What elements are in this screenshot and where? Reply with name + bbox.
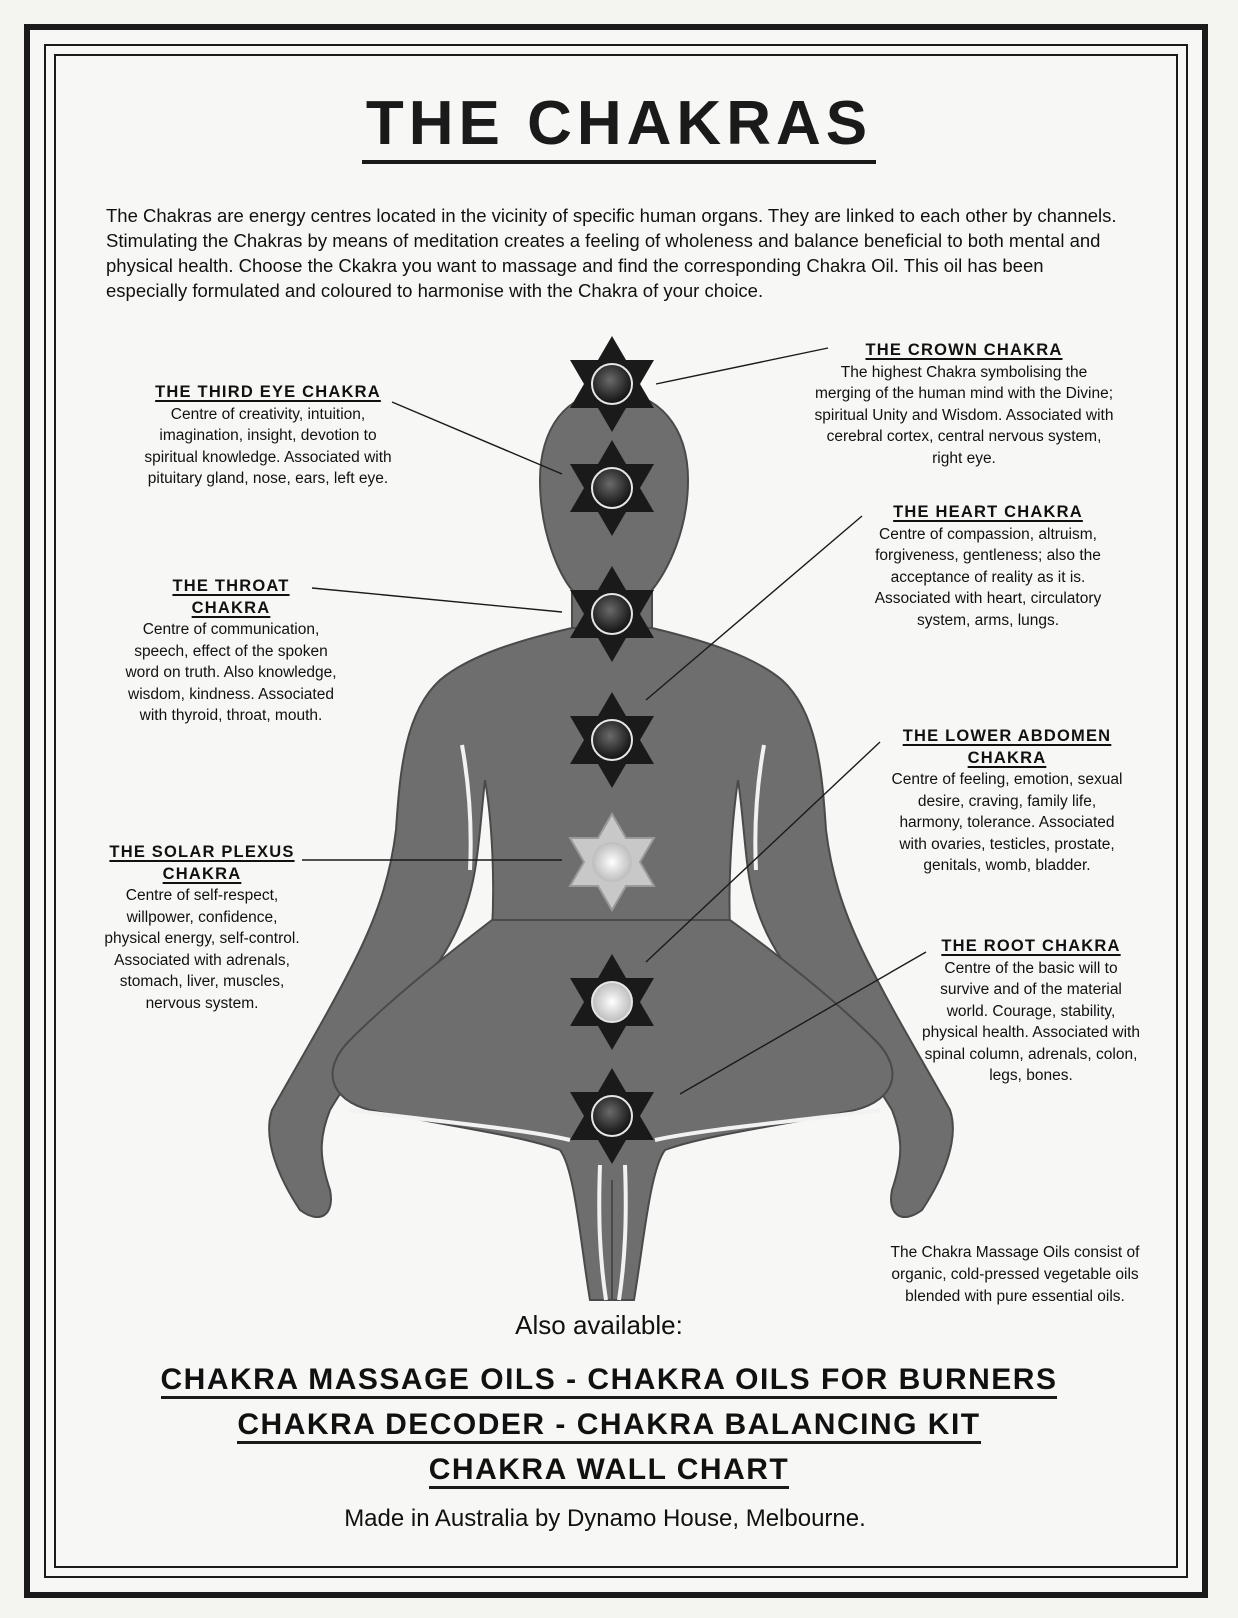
lower-abdomen-chakra-heading-line2: CHAKRA <box>967 748 1047 767</box>
massage-oils-note: The Chakra Massage Oils consist of organ… <box>890 1244 1140 1305</box>
product-line-2: CHAKRA DECODER - CHAKRA BALANCING KIT <box>0 1402 1218 1447</box>
products-list: CHAKRA MASSAGE OILS - CHAKRA OILS FOR BU… <box>0 1357 1218 1492</box>
heart-chakra-description: Centre of compassion, altruism, forgiven… <box>874 525 1102 629</box>
solar-plexus-chakra-label: THE SOLAR PLEXUS CHAKRA Centre of self-r… <box>104 842 300 1014</box>
third-eye-chakra-star <box>570 440 654 536</box>
throat-chakra-star <box>570 566 654 662</box>
lower-abdomen-leader-line <box>645 741 881 963</box>
throat-chakra-heading-line1: THE THROAT <box>172 577 290 595</box>
root-leader-line <box>679 951 927 1095</box>
crown-chakra-heading: THE CROWN CHAKRA <box>865 341 1063 359</box>
heart-chakra-star <box>570 692 654 788</box>
page-border-inner-line <box>54 54 1178 1568</box>
heart-chakra-heading: THE HEART CHAKRA <box>893 503 1083 521</box>
throat-chakra-label: THE THROAT CHAKRA Centre of communicatio… <box>120 576 342 727</box>
throat-leader-line <box>311 587 563 613</box>
crown-leader-line <box>655 347 829 385</box>
also-available-label: Also available: <box>515 1310 683 1340</box>
lower-abdomen-chakra-label: THE LOWER ABDOMEN CHAKRA Centre of feeli… <box>884 726 1130 877</box>
third-eye-chakra-description: Centre of creativity, intuition, imagina… <box>144 405 392 488</box>
solar-plexus-chakra-star <box>568 812 656 912</box>
chakra-stars <box>568 336 656 1164</box>
product-line-1: CHAKRA MASSAGE OILS - CHAKRA OILS FOR BU… <box>0 1357 1218 1402</box>
third-eye-chakra-heading: THE THIRD EYE CHAKRA <box>155 383 381 401</box>
crown-chakra-description: The highest Chakra symbolising the mergi… <box>814 363 1114 467</box>
third-eye-chakra-label: THE THIRD EYE CHAKRA Centre of creativit… <box>132 382 404 490</box>
solar-plexus-chakra-description: Centre of self-respect, willpower, confi… <box>104 887 300 1012</box>
root-chakra-description: Centre of the basic will to survive and … <box>922 959 1140 1085</box>
made-in-footer: Made in Australia by Dynamo House, Melbo… <box>344 1505 866 1532</box>
lower-abdomen-chakra-description: Centre of feeling, emotion, sexual desir… <box>891 771 1123 874</box>
product-line-3: CHAKRA WALL CHART <box>0 1447 1218 1492</box>
page-title: THE CHAKRAS <box>0 88 1238 164</box>
throat-chakra-heading-line2: CHAKRA <box>191 598 271 617</box>
lower-abdomen-chakra-heading-line1: THE LOWER ABDOMEN <box>902 727 1112 745</box>
root-chakra-label: THE ROOT CHAKRA Centre of the basic will… <box>918 936 1144 1087</box>
leader-lines <box>302 347 927 1095</box>
heart-chakra-label: THE HEART CHAKRA Centre of compassion, a… <box>874 502 1102 631</box>
root-chakra-star <box>570 1068 654 1164</box>
solar-plexus-chakra-heading-line2: CHAKRA <box>162 864 242 883</box>
page-border-inner <box>44 44 1188 1578</box>
root-chakra-heading: THE ROOT CHAKRA <box>941 937 1121 955</box>
throat-chakra-description: Centre of communication, speech, effect … <box>125 621 337 724</box>
crown-chakra-label: THE CROWN CHAKRA The highest Chakra symb… <box>814 340 1114 469</box>
heart-leader-line <box>645 515 863 701</box>
lower-abdomen-chakra-star <box>570 954 654 1050</box>
solar-plexus-chakra-heading-line1: THE SOLAR PLEXUS <box>109 843 295 861</box>
crown-chakra-star <box>570 336 654 432</box>
third-eye-leader-line <box>391 401 563 475</box>
intro-paragraph: The Chakras are energy centres located i… <box>106 205 1117 301</box>
